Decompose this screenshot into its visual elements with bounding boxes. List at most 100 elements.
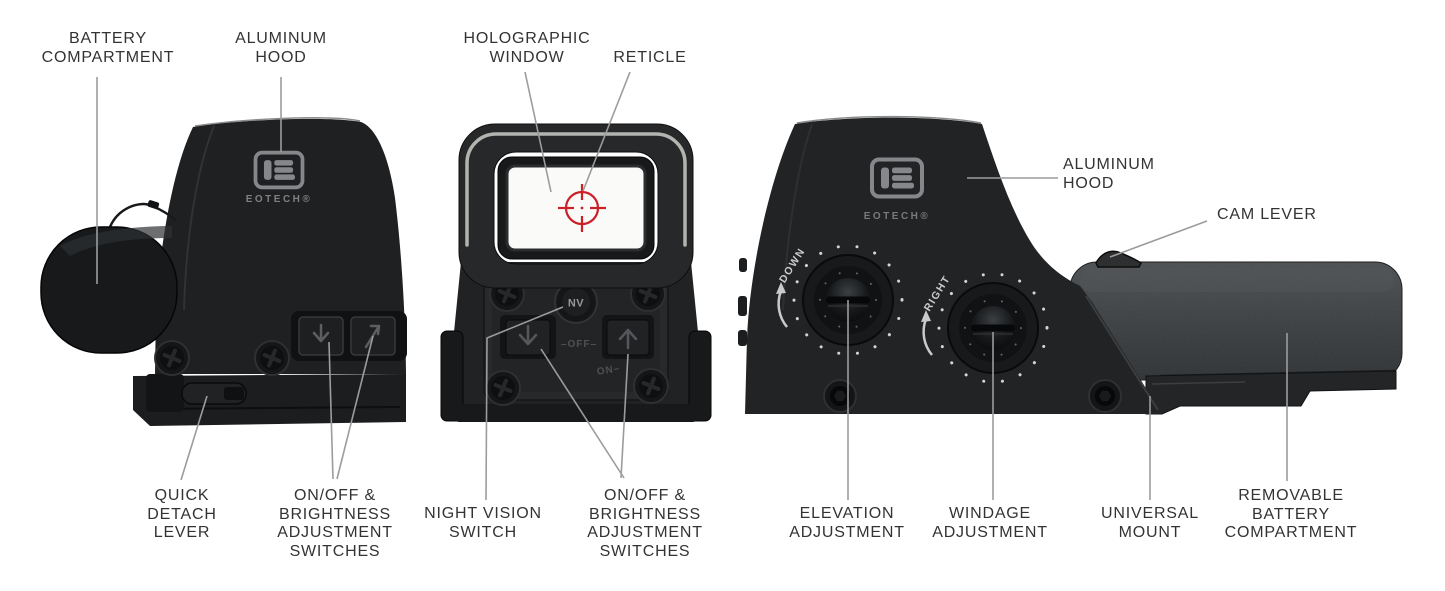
- hood-silver-rim: [465, 132, 687, 247]
- callout-removable-battery-compartment: REMOVABLE BATTERY COMPARTMENT: [1225, 487, 1358, 543]
- sight-left-side-view-illustration: EOTECH®: [40, 117, 407, 426]
- callout-line: ELEVATION: [799, 505, 895, 522]
- callout-quick-detach-lever: QUICK DETACH LEVER: [147, 487, 216, 543]
- callout-line: MOUNT: [1118, 523, 1182, 541]
- screw-icon: [254, 340, 290, 376]
- battery-cap-highlight: [60, 226, 172, 256]
- callout-line: SWITCHES: [599, 542, 691, 560]
- leader-lines: [96, 71, 1288, 501]
- screw-icon: [823, 379, 857, 413]
- lanyard-connector: [147, 200, 160, 210]
- left-view-rail-seam: [149, 406, 401, 410]
- callout-line: HOOD: [1063, 174, 1115, 192]
- right-view-hood-top-highlight: [796, 115, 982, 124]
- eotech-wordmark: EOTECH®: [246, 194, 313, 205]
- battery-compartment-cap: [40, 200, 178, 354]
- left-view-hood-top-highlight: [194, 117, 361, 127]
- mount-edge-highlight: [1151, 381, 1246, 385]
- callout-night-vision-switch: NIGHT VISION SWITCH: [424, 505, 542, 542]
- removable-battery-compartment-part: [1069, 261, 1403, 381]
- callout-line: WINDOW: [489, 48, 565, 66]
- rotation-arrowhead: [776, 282, 786, 294]
- universal-mount-part: [1145, 370, 1397, 415]
- cam-lever-part: [1095, 250, 1142, 268]
- callout-line: HOLOGRAPHIC: [463, 30, 591, 47]
- screw-icon: [154, 340, 190, 376]
- sight-right-side-view-illustration: EOTECH® DOWN RIGHT: [738, 115, 1403, 415]
- body-diagonal-edge-highlight: [1085, 295, 1159, 411]
- callout-holographic-window: HOLOGRAPHIC WINDOW: [463, 30, 590, 67]
- callout-line: ALUMINUM: [235, 30, 327, 47]
- leader-line: [524, 71, 552, 193]
- leader-line: [328, 341, 334, 480]
- callout-line: ALUMINUM: [1063, 156, 1155, 173]
- leader-line: [336, 335, 374, 480]
- callout-line: ON/OFF &: [294, 487, 376, 504]
- screw-icon: [485, 370, 521, 406]
- callout-line: BRIGHTNESS: [588, 505, 701, 523]
- callout-line: DETACH: [147, 505, 217, 523]
- leader-line: [1109, 220, 1208, 258]
- on-engraving: ON–: [596, 363, 621, 378]
- leader-line: [180, 395, 208, 481]
- callout-line: REMOVABLE: [1238, 487, 1344, 504]
- callout-line: UNIVERSAL: [1101, 505, 1199, 522]
- callout-line: CAM LEVER: [1217, 206, 1317, 223]
- callout-line: SWITCHES: [289, 542, 381, 560]
- callout-onoff-brightness-left: ON/OFF & BRIGHTNESS ADJUSTMENT SWITCHES: [277, 487, 393, 561]
- arrow-down-icon: [312, 323, 330, 343]
- night-vision-button: NV: [554, 280, 598, 324]
- callout-line: ADJUSTMENT: [277, 524, 393, 541]
- callout-line: RETICLE: [613, 49, 687, 66]
- callout-line: COMPARTMENT: [41, 48, 175, 66]
- eotech-logo-icon: EOTECH®: [864, 157, 928, 222]
- window-glass: [505, 164, 647, 252]
- front-left-rail-block: [440, 330, 464, 422]
- front-base-bar: [455, 404, 697, 422]
- front-hood-ring: [458, 123, 694, 289]
- quick-detach-lever-part: [146, 374, 247, 412]
- callout-aluminum-hood-left: ALUMINUM HOOD: [235, 30, 327, 67]
- eotech-logo-icon: EOTECH®: [246, 150, 313, 205]
- rotation-arrow-icon: [922, 318, 933, 356]
- callout-line: COMPARTMENT: [1224, 524, 1358, 541]
- sight-front-view-illustration: NV –OFF– ON–: [440, 123, 712, 422]
- callout-line: BATTERY: [1252, 505, 1330, 523]
- nv-engraving: NV: [568, 298, 584, 310]
- arrow-down-icon: [518, 324, 538, 346]
- callout-aluminum-hood-right: ALUMINUM HOOD: [1063, 156, 1155, 193]
- leader-line: [620, 353, 629, 479]
- screw-icon: [1088, 379, 1122, 413]
- rotation-arrow-icon: [777, 290, 788, 328]
- callout-line: NIGHT VISION: [424, 505, 542, 522]
- callout-universal-mount: UNIVERSAL MOUNT: [1101, 505, 1199, 542]
- leader-line: [540, 348, 625, 479]
- callout-windage-adjustment: WINDAGE ADJUSTMENT: [932, 505, 1048, 542]
- off-engraving: –OFF–: [561, 339, 597, 350]
- callout-reticle: RETICLE: [613, 49, 686, 68]
- callout-line: ADJUSTMENT: [789, 523, 905, 541]
- callout-line: ADJUSTMENT: [587, 524, 703, 541]
- rotation-arrowhead: [921, 310, 931, 322]
- front-right-rail-block: [688, 330, 712, 422]
- brightness-buttons-side: [291, 311, 407, 361]
- leader-line: [485, 306, 564, 501]
- callout-line: BRIGHTNESS: [278, 505, 391, 523]
- left-view-hood-body: [155, 118, 406, 374]
- callout-line: LEVER: [153, 524, 211, 541]
- brightness-buttons-rear: [500, 315, 654, 359]
- side-button-bumps: [738, 258, 747, 346]
- callout-cam-lever: CAM LEVER: [1217, 206, 1317, 225]
- arrow-up-icon: [618, 328, 638, 350]
- left-view-hood-edge-highlight: [183, 125, 215, 311]
- callout-line: SWITCH: [449, 523, 517, 541]
- callout-line: ADJUSTMENT: [932, 523, 1048, 541]
- battery-housing-sheen: [1080, 268, 1394, 292]
- callout-battery-compartment: BATTERY COMPARTMENT: [42, 30, 175, 67]
- right-view-hood-edge-highlight: [782, 123, 813, 311]
- callout-line: QUICK: [154, 487, 210, 504]
- callout-line: ON/OFF &: [604, 487, 686, 504]
- leader-line: [582, 71, 631, 192]
